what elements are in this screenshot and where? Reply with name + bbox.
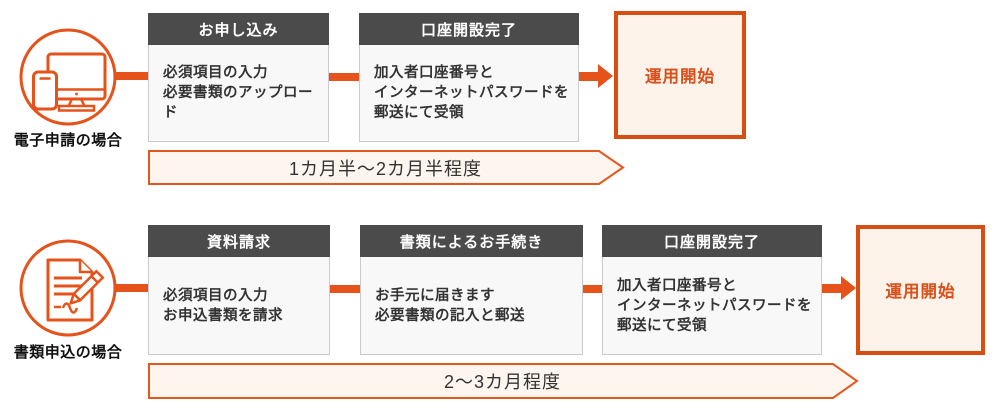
step-line: 必須項目の入力 bbox=[163, 65, 268, 81]
connector-line bbox=[116, 72, 148, 80]
step-title: 資料請求 bbox=[148, 225, 330, 257]
connector-line bbox=[330, 285, 360, 293]
duration-label: 1カ月半〜2カ月半程度 bbox=[288, 158, 483, 179]
devices-icon bbox=[18, 27, 118, 127]
arrow-icon bbox=[598, 64, 613, 88]
arrow-icon bbox=[822, 284, 841, 293]
row-label-electronic: 電子申請の場合 bbox=[13, 132, 123, 149]
connector-line bbox=[329, 73, 359, 81]
step-description: 加入者口座番号と インターネットパスワードを 郵送にて受領 bbox=[360, 45, 578, 141]
result-box-start-operation: 運用開始 bbox=[856, 225, 985, 355]
connector-line bbox=[583, 285, 602, 293]
duration-label: 2〜3カ月程度 bbox=[443, 372, 562, 392]
step-line: 必要書類のアップロード bbox=[163, 85, 313, 121]
arrow-icon bbox=[579, 72, 598, 81]
step-box-application: お申し込み 必須項目の入力 必要書類のアップロード bbox=[148, 13, 329, 142]
step-box-account-opened: 口座開設完了 加入者口座番号と インターネットパスワードを 郵送にて受領 bbox=[602, 225, 822, 355]
document-pencil-icon bbox=[18, 238, 118, 338]
step-line: 加入者口座番号と bbox=[374, 65, 494, 81]
step-line: お手元に届きます bbox=[375, 287, 495, 304]
step-title: お申し込み bbox=[148, 13, 329, 45]
step-line: 必要書類の記入と郵送 bbox=[375, 307, 525, 324]
step-line: 郵送にて受領 bbox=[617, 317, 707, 334]
step-description: 必須項目の入力 必要書類のアップロード bbox=[149, 45, 328, 141]
step-line: 加入者口座番号と bbox=[617, 277, 737, 294]
step-title: 口座開設完了 bbox=[602, 225, 822, 257]
step-line: インターネットパスワードを bbox=[617, 297, 812, 314]
duration-banner-shape bbox=[148, 363, 859, 399]
step-line: 郵送にて受領 bbox=[374, 105, 464, 121]
step-title: 書類によるお手続き bbox=[360, 225, 583, 257]
arrow-icon bbox=[841, 276, 856, 300]
result-box-start-operation: 運用開始 bbox=[614, 11, 746, 139]
step-line: 必須項目の入力 bbox=[163, 287, 268, 304]
connector-line bbox=[116, 284, 148, 292]
step-description: お手元に届きます 必要書類の記入と郵送 bbox=[361, 257, 582, 354]
step-title: 口座開設完了 bbox=[359, 13, 579, 45]
row-label-paper: 書類申込の場合 bbox=[13, 344, 123, 361]
step-box-paper-procedure: 書類によるお手続き お手元に届きます 必要書類の記入と郵送 bbox=[360, 225, 583, 355]
step-box-account-opened: 口座開設完了 加入者口座番号と インターネットパスワードを 郵送にて受領 bbox=[359, 13, 579, 142]
step-box-request-documents: 資料請求 必須項目の入力 お申込書類を請求 bbox=[148, 225, 330, 355]
step-description: 必須項目の入力 お申込書類を請求 bbox=[149, 257, 329, 354]
duration-banner-shape bbox=[148, 150, 625, 185]
step-description: 加入者口座番号と インターネットパスワードを 郵送にて受領 bbox=[603, 257, 821, 354]
step-line: インターネットパスワードを bbox=[374, 85, 569, 101]
step-line: お申込書類を請求 bbox=[163, 307, 283, 324]
